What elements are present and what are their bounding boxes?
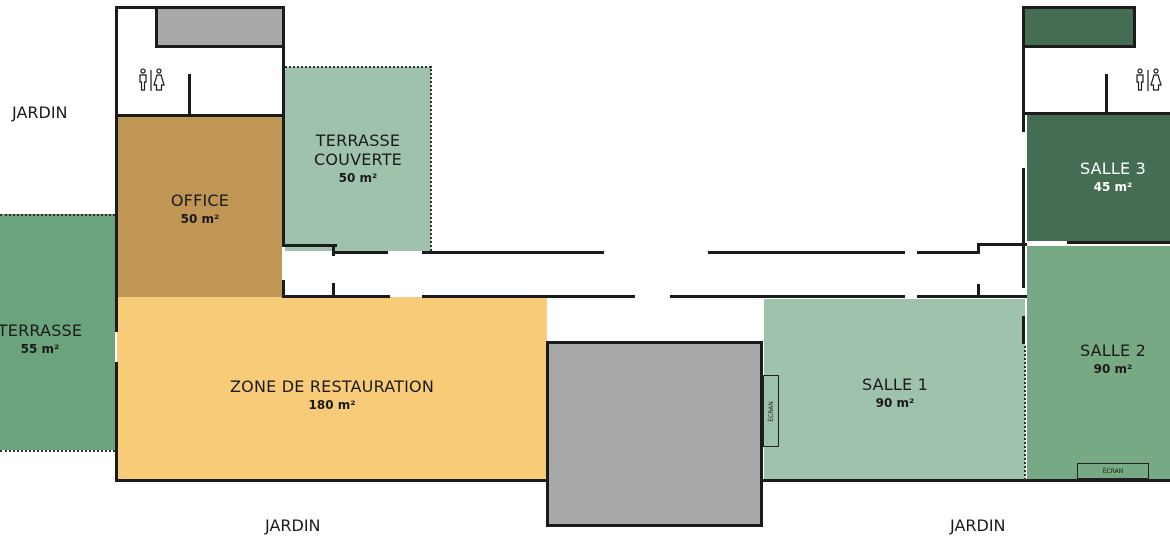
wall [282, 295, 390, 298]
wall [332, 251, 388, 254]
open-edge [285, 66, 431, 68]
wall [115, 6, 285, 9]
wall [1067, 241, 1170, 244]
restroom-icon-right [1136, 68, 1162, 91]
wall [188, 74, 191, 116]
wall [332, 283, 335, 296]
open-edge [1024, 346, 1026, 480]
wall [546, 341, 763, 344]
wall [422, 295, 635, 298]
wall [708, 251, 905, 254]
room-salle-3[interactable] [1027, 115, 1170, 241]
wall [115, 479, 548, 482]
garden-label-bottom-center: JARDIN [265, 516, 321, 535]
office-area: 50 m² [180, 212, 220, 227]
wall [155, 6, 158, 46]
wall [1133, 6, 1136, 48]
wall [1022, 112, 1170, 115]
open-edge [0, 450, 115, 452]
room-salle-1[interactable] [764, 299, 1025, 480]
zone-de-restauration-area: 180 m² [308, 398, 356, 413]
room-terrasse[interactable] [0, 214, 115, 450]
zone-de-restauration-name: ZONE DE RESTAURATION [229, 377, 435, 396]
terrasse-label: TERRASSE 55 m² [0, 321, 100, 357]
wall [546, 341, 549, 527]
open-edge [430, 66, 432, 251]
terrasse-couverte-name-line2: COUVERTE [314, 150, 402, 170]
wall [1022, 316, 1025, 344]
wall [1022, 168, 1025, 288]
wall [282, 6, 285, 246]
wall [282, 280, 285, 298]
wall [977, 284, 980, 296]
salle-2-screen: ÉCRAN [1077, 463, 1149, 479]
salle-3-name: SALLE 3 [1079, 159, 1146, 178]
terrasse-couverte-name-line1: TERRASSE [315, 131, 401, 150]
terrasse-couverte-area: 50 m² [338, 171, 378, 186]
terrasse-name: TERRASSE [0, 321, 83, 340]
wall [1105, 74, 1108, 114]
terrasse-couverte-label: TERRASSE COUVERTE 50 m² [288, 131, 428, 186]
salle-2-screen-label: ÉCRAN [1102, 467, 1124, 475]
wall [115, 362, 118, 482]
wall [1022, 6, 1025, 132]
salle-1-label: SALLE 1 90 m² [835, 375, 955, 411]
wall [422, 251, 604, 254]
wall [115, 6, 118, 332]
wall [977, 243, 980, 254]
room-salle-2[interactable] [1027, 246, 1170, 480]
storage-top-right [1025, 8, 1133, 46]
garden-label-bottom-right: JARDIN [950, 516, 1006, 535]
wall [917, 251, 979, 254]
wall [670, 295, 905, 298]
salle-1-area: 90 m² [875, 396, 915, 411]
salle-1-screen-label: ÉCRAN [767, 400, 775, 422]
wall [763, 479, 1170, 482]
wall [115, 114, 285, 117]
salle-2-area: 90 m² [1093, 362, 1133, 377]
salle-1-screen: ÉCRAN [763, 375, 779, 447]
wall [1022, 6, 1136, 9]
room-terrasse-couverte[interactable] [285, 67, 431, 251]
wall [332, 244, 335, 256]
service-block-center [548, 343, 761, 526]
zone-de-restauration-label: ZONE DE RESTAURATION 180 m² [182, 377, 482, 413]
storage-top-left [157, 8, 282, 46]
room-zone-de-restauration[interactable] [117, 297, 547, 480]
restroom-icon-left [139, 68, 165, 91]
room-office[interactable] [117, 116, 282, 298]
salle-2-label: SALLE 2 90 m² [1053, 341, 1170, 377]
office-name: OFFICE [170, 191, 230, 210]
salle-1-name: SALLE 1 [861, 375, 928, 394]
garden-label-top-left: JARDIN [12, 103, 68, 122]
wall [155, 45, 285, 48]
office-label: OFFICE 50 m² [140, 191, 260, 227]
wall [760, 341, 763, 527]
salle-3-label: SALLE 3 45 m² [1053, 159, 1170, 195]
wall [546, 524, 763, 527]
wall [917, 295, 1027, 298]
open-edge [0, 214, 115, 216]
wall [977, 243, 1027, 246]
wall [1022, 45, 1136, 48]
salle-2-name: SALLE 2 [1079, 341, 1146, 360]
wall [282, 244, 337, 247]
salle-3-area: 45 m² [1093, 180, 1133, 195]
terrasse-area: 55 m² [20, 342, 60, 357]
